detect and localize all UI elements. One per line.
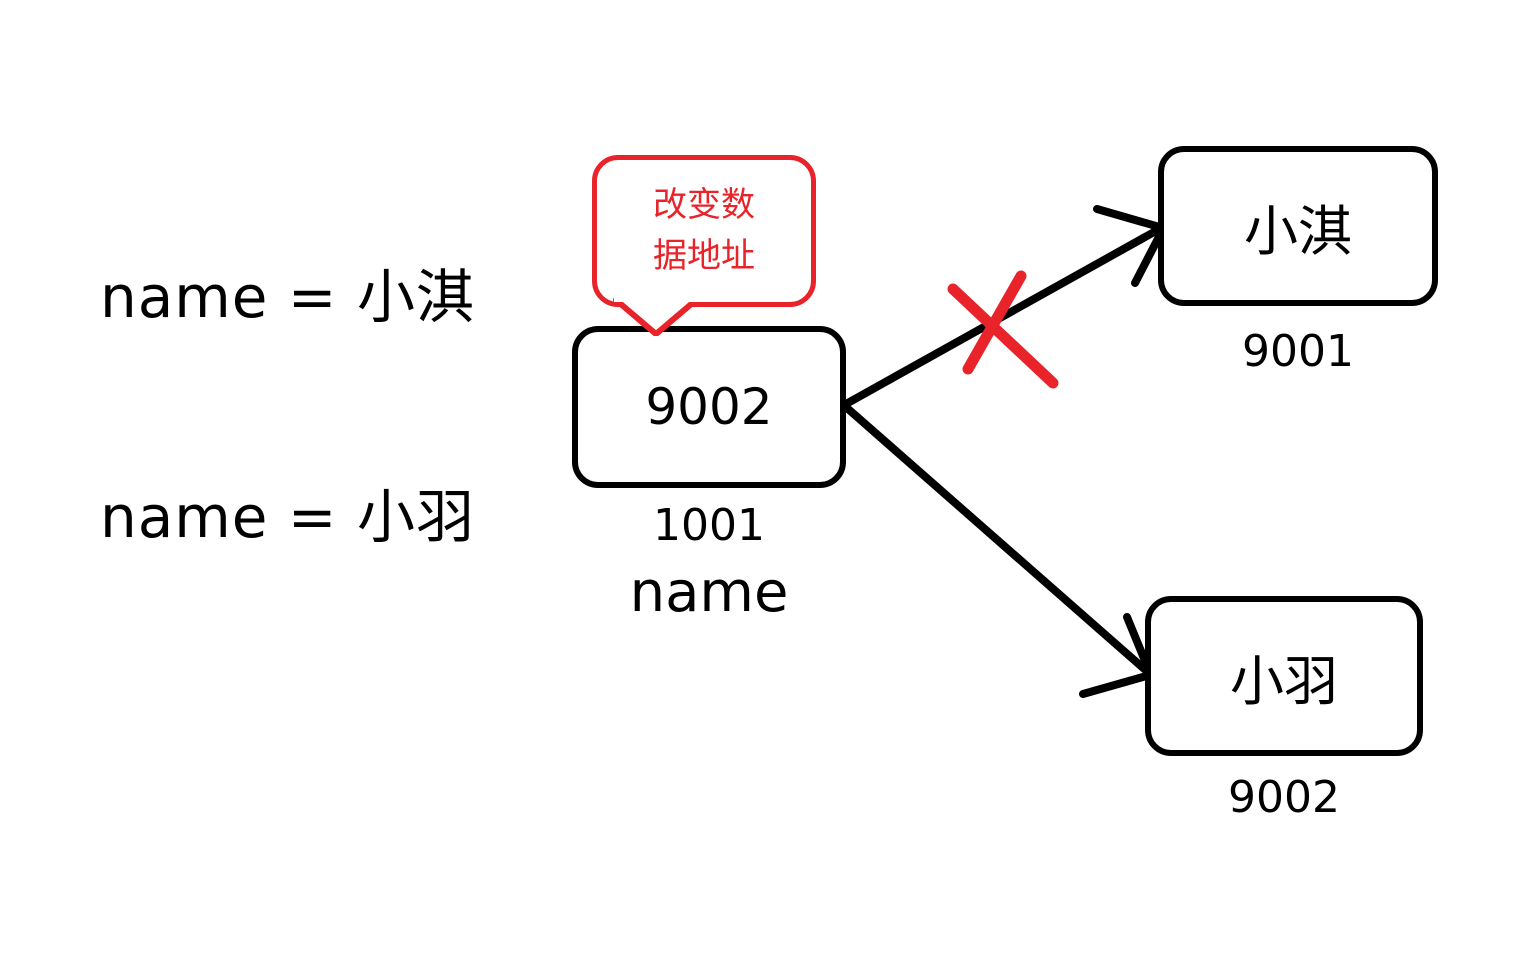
statement-new-assignment: name = 小羽: [100, 483, 475, 551]
new-object-box: 小羽: [1145, 596, 1423, 756]
variable-box-address: 1001: [653, 500, 765, 551]
old-object-value: 小淇: [1244, 199, 1352, 263]
red-cross-mark: [947, 270, 1059, 389]
variable-box: 9002: [572, 326, 846, 488]
variable-box-name: name: [629, 560, 789, 625]
statement-old-assignment: name = 小淇: [100, 263, 475, 331]
callout-bubble: 改变数 据地址: [592, 155, 816, 307]
old-object-address: 9001: [1242, 326, 1354, 377]
new-object-value: 小羽: [1230, 649, 1338, 713]
callout-line-2: 据地址: [653, 236, 755, 276]
arrow-to-new-object: [843, 404, 1154, 698]
variable-box-value: 9002: [645, 378, 773, 436]
new-object-address: 9002: [1228, 772, 1340, 823]
callout-tail: [613, 296, 699, 336]
old-object-box: 小淇: [1158, 146, 1438, 306]
callout-line-1: 改变数: [653, 185, 755, 225]
